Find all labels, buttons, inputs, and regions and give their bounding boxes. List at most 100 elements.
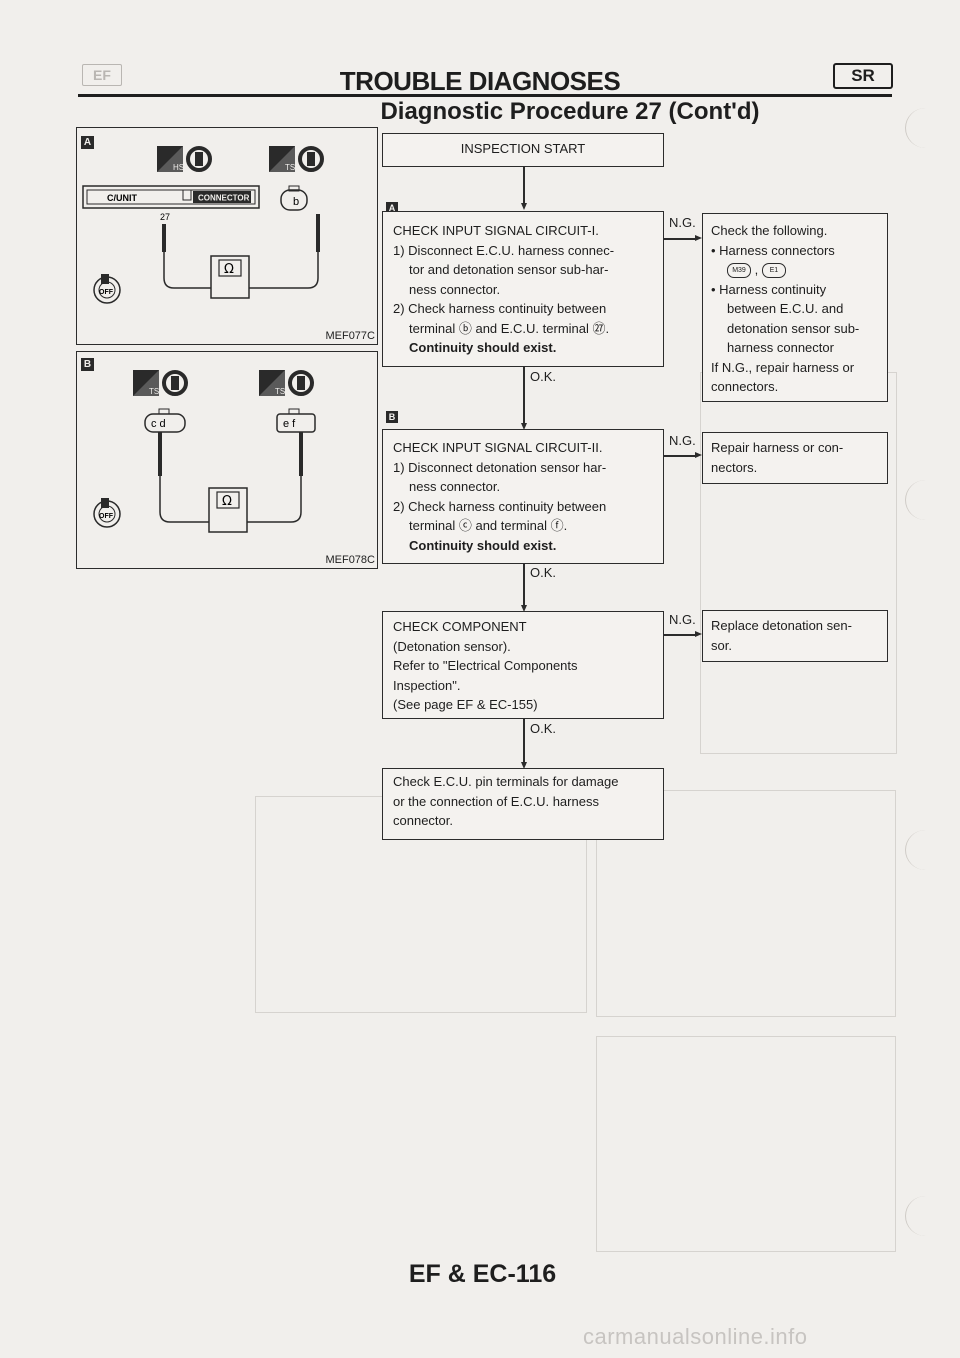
ecu-connector: [82, 185, 260, 209]
result-line: Repair harness or con-: [711, 440, 844, 455]
mode-icon-hs: [157, 146, 212, 172]
step-1-result-box: Check the following. • Harness connector…: [702, 213, 888, 402]
binder-hole-mark: [905, 1196, 946, 1236]
sensor-connector: [280, 189, 308, 211]
result-line: Harness continuity: [719, 281, 827, 297]
arrow-right-icon: [695, 631, 702, 637]
ok-label: O.K.: [530, 565, 557, 580]
step-2-box: CHECK INPUT SIGNAL CIRCUIT-II. 1) Discon…: [382, 429, 664, 564]
connector-badge: E1: [761, 263, 786, 279]
step-1-line: terminal ⓑ and E.C.U. terminal ㉗.: [409, 320, 610, 336]
step-1-line: 2) Check harness continuity between: [393, 301, 607, 316]
result-line: detonation sensor sub-: [727, 320, 860, 336]
page-subtitle: Diagnostic Procedure 27 (Cont'd): [380, 98, 760, 125]
page-number: EF & EC-116: [408, 1260, 557, 1288]
figure-b-diagram: TS TS c d e f Ω OFF: [93, 370, 316, 533]
step-1-line: Continuity should exist.: [409, 340, 557, 355]
mode-label: TS: [149, 387, 159, 396]
bullet-icon: •: [711, 281, 720, 297]
mode-icon-ts: [133, 370, 188, 396]
result-line: connectors.: [711, 379, 779, 394]
step-3-box: CHECK COMPONENT (Detonation sensor). Ref…: [382, 611, 664, 719]
step-3-line: Refer to "Electrical Components: [393, 658, 578, 673]
final-line: or the connection of E.C.U. harness: [393, 793, 599, 809]
connector-line: [523, 719, 525, 765]
result-line: between E.C.U. and: [727, 301, 844, 316]
step-2-line: 2) Check harness continuity between: [393, 498, 607, 514]
step-2-line: ness connector.: [409, 479, 501, 494]
section-tab-left: EF: [82, 64, 122, 86]
figure-a-code: MEF077C: [325, 330, 375, 342]
step-2-line: Continuity should exist.: [409, 537, 557, 553]
step-3-line: CHECK COMPONENT: [393, 619, 527, 634]
connector-badge: M39: [727, 263, 751, 279]
arrow-right-icon: [695, 452, 702, 458]
pin-number: 27: [160, 212, 170, 222]
connector-line: [523, 564, 525, 608]
step-b-letter: B: [386, 411, 398, 423]
figure-b-code: MEF078C: [325, 554, 375, 566]
ng-label: N.G.: [669, 612, 696, 627]
result-line: If N.G., repair harness or: [711, 359, 855, 375]
ohmmeter: [210, 255, 250, 299]
ng-label: N.G.: [669, 433, 696, 448]
section-tab-right: SR: [833, 63, 893, 89]
step-2-line: terminal ⓒ and terminal ⓕ.: [409, 518, 568, 533]
step-1-line: ness connector.: [409, 281, 501, 297]
ohm-symbol: Ω: [224, 262, 234, 277]
terminal-label: b: [293, 196, 299, 208]
result-line: harness connector: [727, 340, 834, 355]
off-label: OFF: [99, 513, 114, 520]
step-3-result-box: Replace detonation sen- sor.: [702, 610, 888, 662]
inspection-start-label: INSPECTION START: [460, 141, 586, 156]
connector-line: [664, 634, 696, 636]
terminal-label: e f: [283, 418, 296, 430]
step-2-line: 1) Disconnect detonation sensor har-: [393, 459, 607, 475]
arrow-down-icon: [521, 605, 527, 612]
connector-line: [664, 455, 696, 457]
step-1-line: tor and detonation sensor sub-har-: [409, 262, 609, 277]
watermark: carmanualsonline.info: [583, 1324, 808, 1349]
result-line: Replace detonation sen-: [711, 618, 852, 633]
arrow-right-icon: [695, 235, 702, 241]
result-line: nectors.: [711, 459, 758, 475]
off-label: OFF: [99, 289, 114, 296]
result-line: Check the following.: [711, 223, 828, 238]
result-line: Harness connectors: [719, 242, 835, 258]
step-2-line: CHECK INPUT SIGNAL CIRCUIT-II.: [393, 440, 603, 455]
final-line: connector.: [393, 813, 453, 828]
mode-icon-ts: [269, 146, 324, 172]
figure-a-letter: A: [81, 136, 94, 149]
figure-b-panel: B TS TS c d e f Ω: [76, 351, 378, 569]
step-1-line: 1) Disconnect E.C.U. harness connec-: [393, 242, 615, 258]
bullet-icon: •: [711, 242, 720, 258]
ohm-symbol: Ω: [222, 494, 232, 509]
ignition-key-icon: [93, 498, 121, 528]
bleed-through-shape: [700, 372, 897, 754]
arrow-down-icon: [521, 203, 527, 210]
bleed-through-shape: [596, 790, 896, 1017]
step-3-line: (See page EF & EC-155): [393, 697, 538, 712]
figure-b-letter: B: [81, 358, 94, 371]
mode-label: TS: [275, 387, 285, 396]
figure-a-panel: A HS TS C/UNIT CONNECTOR 27 b: [76, 127, 378, 345]
result-line: sor.: [711, 637, 732, 653]
ok-label: O.K.: [530, 721, 557, 736]
figure-a-diagram: HS TS C/UNIT CONNECTOR 27 b Ω: [82, 146, 324, 304]
binder-hole-mark: [905, 830, 946, 870]
arrow-down-icon: [521, 762, 527, 769]
ng-label: N.G.: [669, 215, 696, 230]
step-1-line: CHECK INPUT SIGNAL CIRCUIT-I.: [393, 223, 599, 238]
ohmmeter: [208, 487, 248, 533]
ok-label: O.K.: [530, 369, 557, 384]
arrow-down-icon: [521, 423, 527, 430]
connector-line: [523, 367, 525, 425]
bleed-through-shape: [596, 1036, 896, 1252]
inspection-start-box: INSPECTION START: [382, 133, 664, 167]
mode-label: HS: [173, 163, 184, 172]
mode-icon-ts: [259, 370, 314, 396]
connector-line: [523, 167, 525, 205]
step-2-result-box: Repair harness or con- nectors.: [702, 432, 888, 484]
connector-caption: CONNECTOR: [198, 194, 250, 203]
binder-hole-mark: [905, 108, 946, 148]
